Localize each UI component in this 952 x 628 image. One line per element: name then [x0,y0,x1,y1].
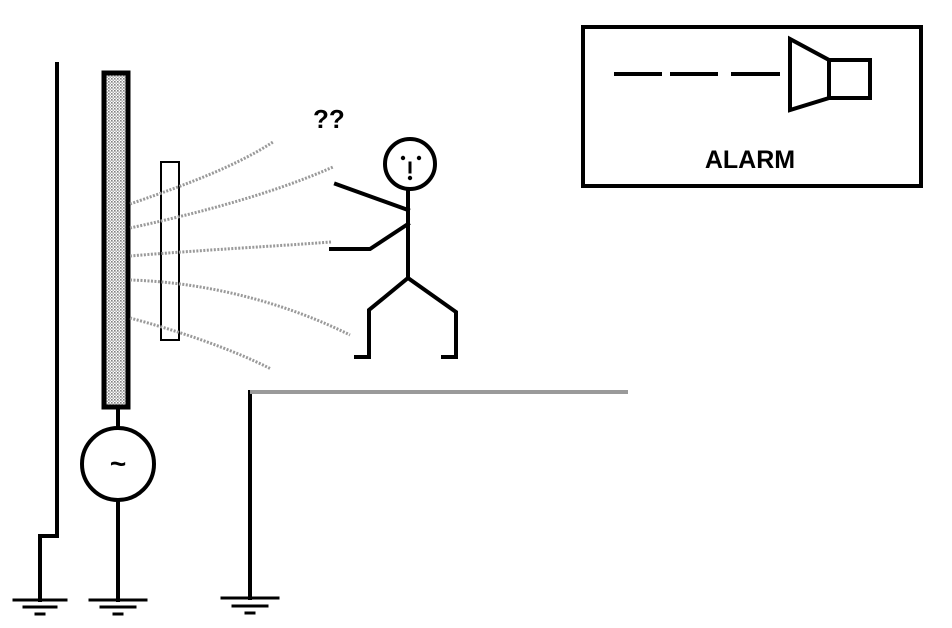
stick-figure-person [329,137,458,359]
speaker-icon [788,35,872,113]
alarm-panel [581,25,923,188]
question-marks: ?? [313,104,345,134]
electric-field-lines [129,140,351,371]
source-symbol-label: ~ [110,448,126,479]
ground-symbol-left [12,598,68,616]
energized-electrode [101,70,131,410]
alarm-label: ALARM [705,146,795,174]
ground-symbol-source [88,598,148,616]
ground-symbol-floor [220,596,280,615]
grounded-floor-plane [248,390,628,600]
left-grounded-conductor [38,62,59,602]
